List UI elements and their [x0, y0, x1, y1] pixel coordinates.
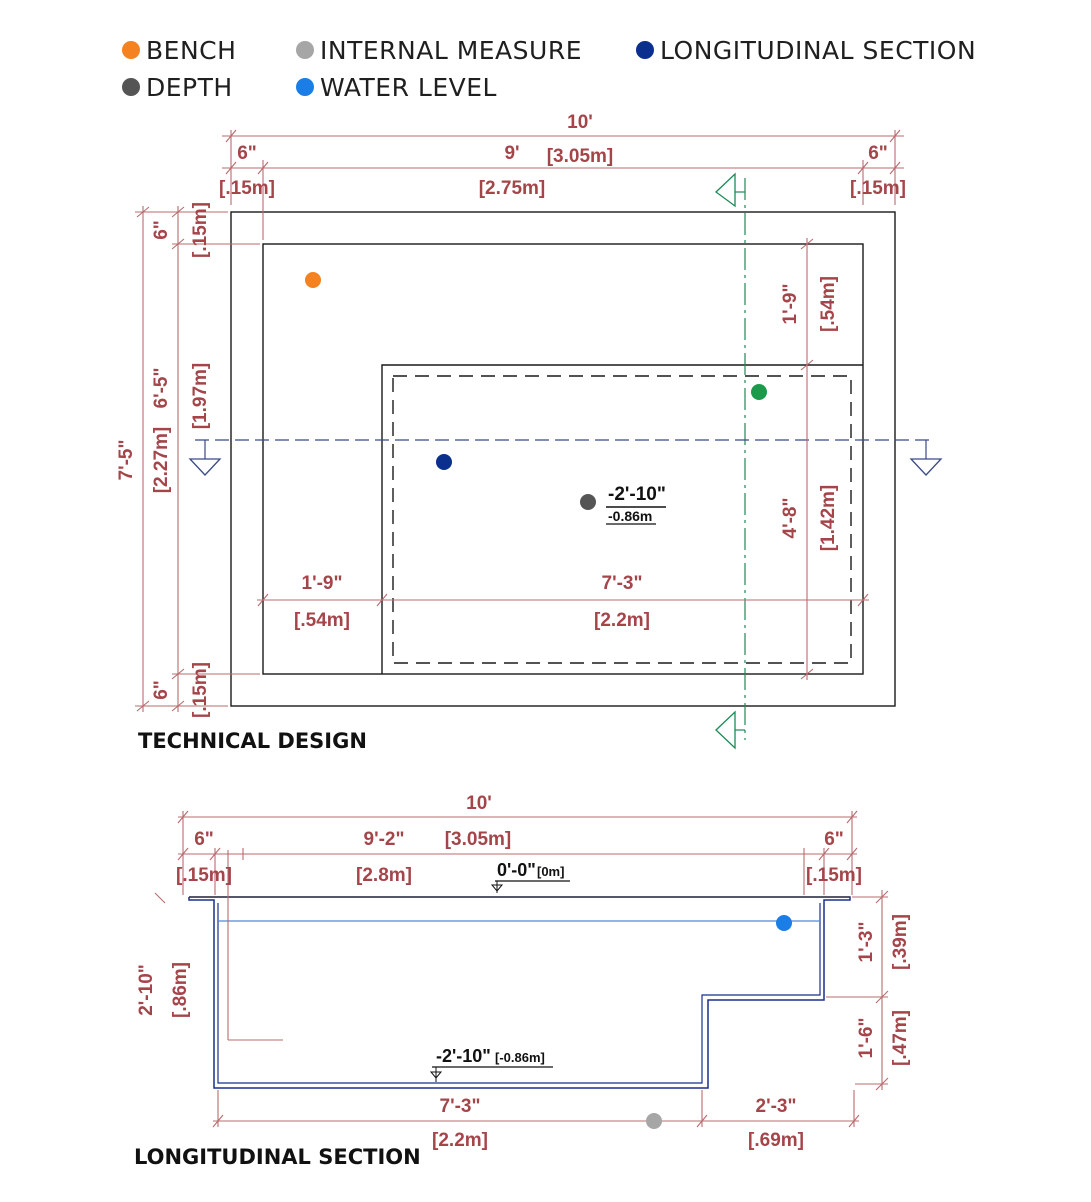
- section-bench-width-label: 2'-3": [756, 1096, 797, 1117]
- plan-wall-right-metric: [.15m]: [850, 178, 906, 199]
- cut-arrow-left-icon: [188, 458, 222, 476]
- section-bench-width-metric: [.69m]: [748, 1130, 804, 1151]
- legend-item-depth: DEPTH: [122, 72, 233, 102]
- section-dimension-lines: [154, 810, 889, 1128]
- section-bottom-level-label: -2'-10": [436, 1046, 491, 1066]
- section-total-depth-label: 2'-10": [136, 964, 157, 1016]
- section-deep-width-metric: [2.2m]: [432, 1130, 488, 1151]
- internal-measure-marker[interactable]: [646, 1113, 662, 1129]
- plan-wall-left-metric: [.15m]: [219, 178, 275, 199]
- legend-label-water-level: WATER LEVEL: [320, 72, 497, 102]
- legend-item-water-level: WATER LEVEL: [296, 72, 497, 102]
- section-view: 10' [3.05m] 9'-2" [2.8m] 6" [.15m] 6" [.…: [134, 793, 911, 1169]
- legend-label-bench: BENCH: [146, 35, 237, 65]
- bench-marker-icon: [122, 41, 140, 59]
- plan-wall-left-label: 6": [237, 143, 257, 164]
- plan-depth-label: -2'-10": [608, 484, 666, 505]
- plan-title: TECHNICAL DESIGN: [138, 729, 367, 753]
- plan-wall-bottom-metric: [.15m]: [190, 662, 211, 718]
- plan-overall-width-label: 10': [567, 112, 593, 133]
- plan-overall-width-metric: [3.05m]: [547, 146, 614, 167]
- plan-floor-dashed-outline: [392, 375, 852, 664]
- plan-wall-bottom-label: 6": [151, 680, 172, 700]
- water-level-marker[interactable]: [776, 915, 792, 931]
- plan-inner-length-label: 6'-5": [151, 368, 172, 409]
- section-pool-profile-outer: [188, 896, 851, 1089]
- plan-inner-length-metric: [1.97m]: [190, 363, 211, 430]
- legend-label-depth: DEPTH: [146, 72, 233, 102]
- plan-outer-outline: [230, 211, 896, 707]
- legend-item-longitudinal-section: LONGITUDINAL SECTION: [636, 35, 976, 65]
- cut-arrow-top-icon: [714, 172, 736, 208]
- top-level-marker-icon: [490, 884, 504, 892]
- plan-bench-width-metric: [.54m]: [294, 610, 350, 631]
- section-inner-width-metric: [2.8m]: [356, 865, 412, 886]
- section-top-level-metric: [0m]: [537, 864, 564, 879]
- section-overall-width-metric: [3.05m]: [445, 829, 512, 850]
- plan-wall-top-metric: [.15m]: [190, 202, 211, 258]
- section-wall-left-metric: [.15m]: [176, 865, 232, 886]
- section-wall-right-metric: [.15m]: [806, 865, 862, 886]
- legend-label-internal-measure: INTERNAL MEASURE: [320, 35, 582, 65]
- water-level-marker-icon: [296, 78, 314, 96]
- plan-depth-metric: -0.86m: [608, 508, 652, 524]
- depth-marker-icon: [122, 78, 140, 96]
- section-wall-left-label: 6": [194, 829, 214, 850]
- legend-label-longitudinal-section: LONGITUDINAL SECTION: [660, 35, 977, 65]
- plan-inner-width-metric: [2.75m]: [479, 178, 546, 199]
- section-bench-height-label: 1'-3": [856, 922, 877, 963]
- longitudinal-section-marker[interactable]: [436, 454, 452, 470]
- internal-measure-marker-icon: [296, 41, 314, 59]
- plan-deep-width-label: 7'-3": [602, 573, 643, 594]
- section-pool-profile-inner: [217, 903, 821, 1084]
- bottom-level-marker-icon: [429, 1071, 443, 1079]
- section-bottom-level-metric: [-0.86m]: [495, 1050, 545, 1065]
- legend-item-bench: BENCH: [122, 35, 236, 65]
- plan-deep-length-metric: [1.42m]: [818, 485, 839, 552]
- section-wall-right-label: 6": [824, 829, 844, 850]
- plan-inner-outline: [262, 243, 864, 675]
- plan-bench-depth-label: 1'-9": [780, 284, 801, 325]
- longitudinal-section-marker-icon: [636, 41, 654, 59]
- depth-marker[interactable]: [580, 494, 596, 510]
- bench-marker[interactable]: [305, 272, 321, 288]
- plan-deep-length-label: 4'-8": [780, 498, 801, 539]
- plan-overall-length-metric: [2.27m]: [151, 427, 172, 494]
- section-overall-width-label: 10': [466, 793, 492, 814]
- plan-bench-width-label: 1'-9": [302, 573, 343, 594]
- cross-section-marker[interactable]: [751, 384, 767, 400]
- plan-inner-width-label: 9': [504, 143, 519, 164]
- cut-arrow-right-icon: [909, 458, 943, 476]
- section-deep-width-label: 7'-3": [440, 1096, 481, 1117]
- cut-arrow-bottom-icon: [715, 710, 736, 750]
- section-top-level-label: 0'-0": [497, 860, 536, 880]
- section-step-height-label: 1'-6": [856, 1018, 877, 1059]
- plan-deep-area-outline: [381, 364, 863, 674]
- plan-view: 10' [3.05m] 9' [2.75m] 6" [.15m] 6" [.15…: [116, 112, 943, 753]
- legend: BENCH INTERNAL MEASURE LONGITUDINAL SECT…: [0, 0, 1091, 110]
- plan-overall-length-label: 7'-5": [116, 440, 137, 481]
- plan-deep-width-metric: [2.2m]: [594, 610, 650, 631]
- section-total-depth-metric: [.86m]: [170, 962, 191, 1018]
- section-step-height-metric: [.47m]: [890, 1010, 911, 1066]
- plan-dimension-lines: [135, 129, 904, 712]
- plan-bench-depth-metric: [.54m]: [818, 276, 839, 332]
- plan-wall-top-label: 6": [151, 220, 172, 240]
- plan-wall-right-label: 6": [868, 143, 888, 164]
- legend-item-internal-measure: INTERNAL MEASURE: [296, 35, 582, 65]
- section-title: LONGITUDINAL SECTION: [134, 1145, 421, 1169]
- section-bench-height-metric: [.39m]: [890, 914, 911, 970]
- section-inner-width-label: 9'-2": [364, 829, 405, 850]
